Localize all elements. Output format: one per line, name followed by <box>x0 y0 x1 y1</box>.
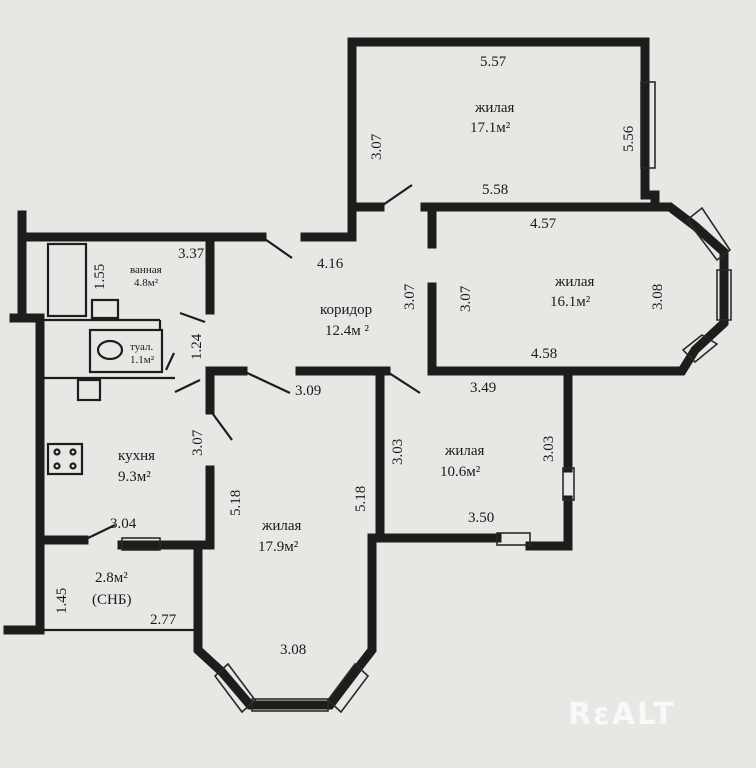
window <box>251 698 329 712</box>
dimension-label: 3.07 <box>458 285 474 312</box>
dimension-label: 3.07 <box>369 133 385 160</box>
room-area: 2.8м² <box>95 570 128 586</box>
wall-corridor-stub <box>300 205 357 242</box>
dimension-label: 3.03 <box>390 439 406 465</box>
room-name: коридор <box>320 302 372 318</box>
window <box>496 532 531 546</box>
door-swing <box>385 370 421 394</box>
dimension-label: 5.18 <box>228 490 244 516</box>
sink <box>90 298 120 320</box>
burner <box>69 462 77 470</box>
room-name: жилая <box>444 443 485 459</box>
door-swing <box>379 184 413 208</box>
door-swing <box>261 236 293 259</box>
toilet <box>96 339 124 361</box>
door-swing <box>242 370 291 394</box>
wall-right-room-top <box>640 190 660 212</box>
room-area: 16.1м² <box>550 294 591 310</box>
window <box>562 467 575 501</box>
dimension-label: 3.37 <box>178 246 205 262</box>
dimension-label: 2.77 <box>150 612 177 628</box>
watermark-logo: RεALT <box>568 697 676 732</box>
room-area: 17.1м² <box>470 120 511 136</box>
room-area: 17.9м² <box>258 539 299 555</box>
room-name: ванная <box>130 264 162 276</box>
dimension-label: 3.49 <box>470 380 496 396</box>
room-area: 12.4м ² <box>325 323 369 339</box>
room-area: 1.1м² <box>130 354 155 366</box>
dimensions: 5.57 5.56 3.07 5.58 4.57 3.07 3.08 4.58 … <box>54 54 666 658</box>
wc-box <box>88 328 164 374</box>
window <box>121 537 161 551</box>
room-name: туал. <box>130 341 153 353</box>
wall-top-room <box>347 37 650 217</box>
dimension-label: 1.24 <box>189 333 205 360</box>
dimension-label: 4.16 <box>317 256 344 272</box>
bathtub <box>46 242 88 318</box>
stove <box>46 442 84 476</box>
room-name: кухня <box>118 448 155 464</box>
burner <box>53 448 61 456</box>
door-swing <box>165 352 175 371</box>
dimension-label: 4.58 <box>531 346 557 362</box>
wall-bottom-room-left <box>160 465 215 550</box>
window <box>685 206 732 262</box>
dimension-label: 3.08 <box>650 284 666 310</box>
wall-bottom-room-door <box>205 366 248 415</box>
door-swing <box>83 524 116 541</box>
room-name: жилая <box>261 518 302 534</box>
room-area: 9.3м² <box>118 469 151 485</box>
dimension-label: 1.45 <box>54 588 70 614</box>
window <box>716 269 732 321</box>
dimension-label: 1.55 <box>92 264 108 290</box>
dimension-label: 5.57 <box>480 54 507 70</box>
dimension-label: 3.04 <box>110 516 137 532</box>
dimension-label: 3.07 <box>190 429 206 456</box>
dimension-label: 5.18 <box>353 486 369 512</box>
room-note: (СНБ) <box>92 592 131 608</box>
dimension-label: 3.08 <box>280 642 306 658</box>
window <box>213 662 257 714</box>
wall-balcony <box>3 540 45 635</box>
room-area: 10.6м² <box>440 464 481 480</box>
fixtures <box>22 184 421 632</box>
door-swing <box>179 311 206 324</box>
door-swing <box>209 409 233 441</box>
burner <box>53 462 61 470</box>
walls <box>3 37 729 710</box>
room-name: жилая <box>474 100 515 116</box>
room-area: 4.8м² <box>134 277 159 289</box>
dimension-label: 3.09 <box>295 383 321 399</box>
dimension-label: 3.07 <box>402 283 418 310</box>
room-name: жилая <box>554 274 595 290</box>
window <box>681 334 719 364</box>
dimension-label: 5.56 <box>621 125 637 152</box>
dimension-label: 5.58 <box>482 182 508 198</box>
wall-left-outer <box>17 210 89 545</box>
window <box>640 81 656 169</box>
wall-mid-room-b <box>525 495 573 551</box>
windows <box>121 81 732 714</box>
wall-bottom-room-right <box>193 533 377 710</box>
door-swing <box>174 379 201 393</box>
wall-right-room <box>420 202 729 376</box>
kitchen-box <box>76 378 102 402</box>
dimension-label: 4.57 <box>530 216 557 232</box>
window <box>326 662 370 714</box>
burner <box>69 448 77 456</box>
dimension-label: 3.50 <box>468 510 494 526</box>
room-labels: жилая 17.1м² жилая 16.1м² коридор 12.4м … <box>92 100 595 608</box>
dimension-label: 3.03 <box>541 436 557 462</box>
